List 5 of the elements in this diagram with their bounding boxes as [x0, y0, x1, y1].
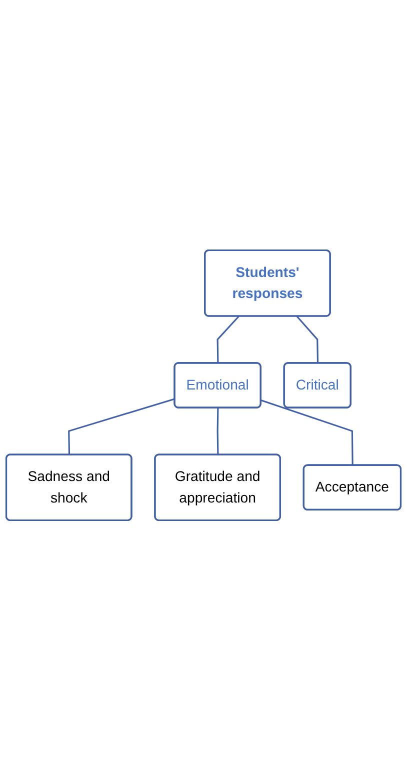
connector [216, 408, 219, 456]
connector [216, 316, 240, 364]
connector [68, 398, 176, 456]
connector [296, 316, 319, 364]
connector [260, 400, 354, 466]
